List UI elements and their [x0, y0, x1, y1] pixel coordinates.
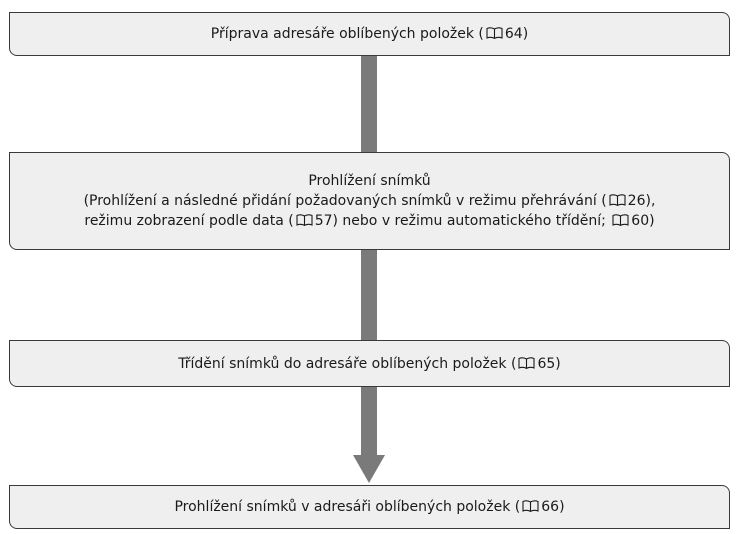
- arrowhead-down-icon: [353, 455, 385, 483]
- book-reference-icon: [612, 214, 629, 226]
- connector-2-3: [361, 249, 377, 341]
- step-text: Příprava adresáře oblíbených položek (64…: [210, 26, 529, 42]
- book-reference-icon: [518, 356, 535, 369]
- step-title: Prohlížení snímků: [308, 173, 431, 189]
- book-reference-icon: [296, 214, 313, 226]
- connector-3-4: [361, 386, 377, 456]
- connector-1-2: [361, 55, 377, 153]
- step-text: režimu zobrazení podle data (57) nebo v …: [84, 213, 655, 229]
- book-reference-icon: [486, 27, 503, 39]
- flow-step-sort-images: Třídění snímků do adresáře oblíbených po…: [9, 340, 730, 387]
- book-reference-icon: [522, 500, 539, 512]
- flow-step-prepare-favorites: Příprava adresáře oblíbených položek (64…: [9, 12, 730, 56]
- step-text: Třídění snímků do adresáře oblíbených po…: [178, 355, 561, 372]
- flow-step-view-favorites: Prohlížení snímků v adresáři oblíbených …: [9, 485, 730, 529]
- step-text: (Prohlížení a následné přidání požadovan…: [83, 193, 656, 209]
- step-text: Prohlížení snímků v adresáři oblíbených …: [174, 499, 565, 515]
- book-reference-icon: [609, 194, 626, 206]
- flow-step-view-images: Prohlížení snímků (Prohlížení a následné…: [9, 152, 730, 250]
